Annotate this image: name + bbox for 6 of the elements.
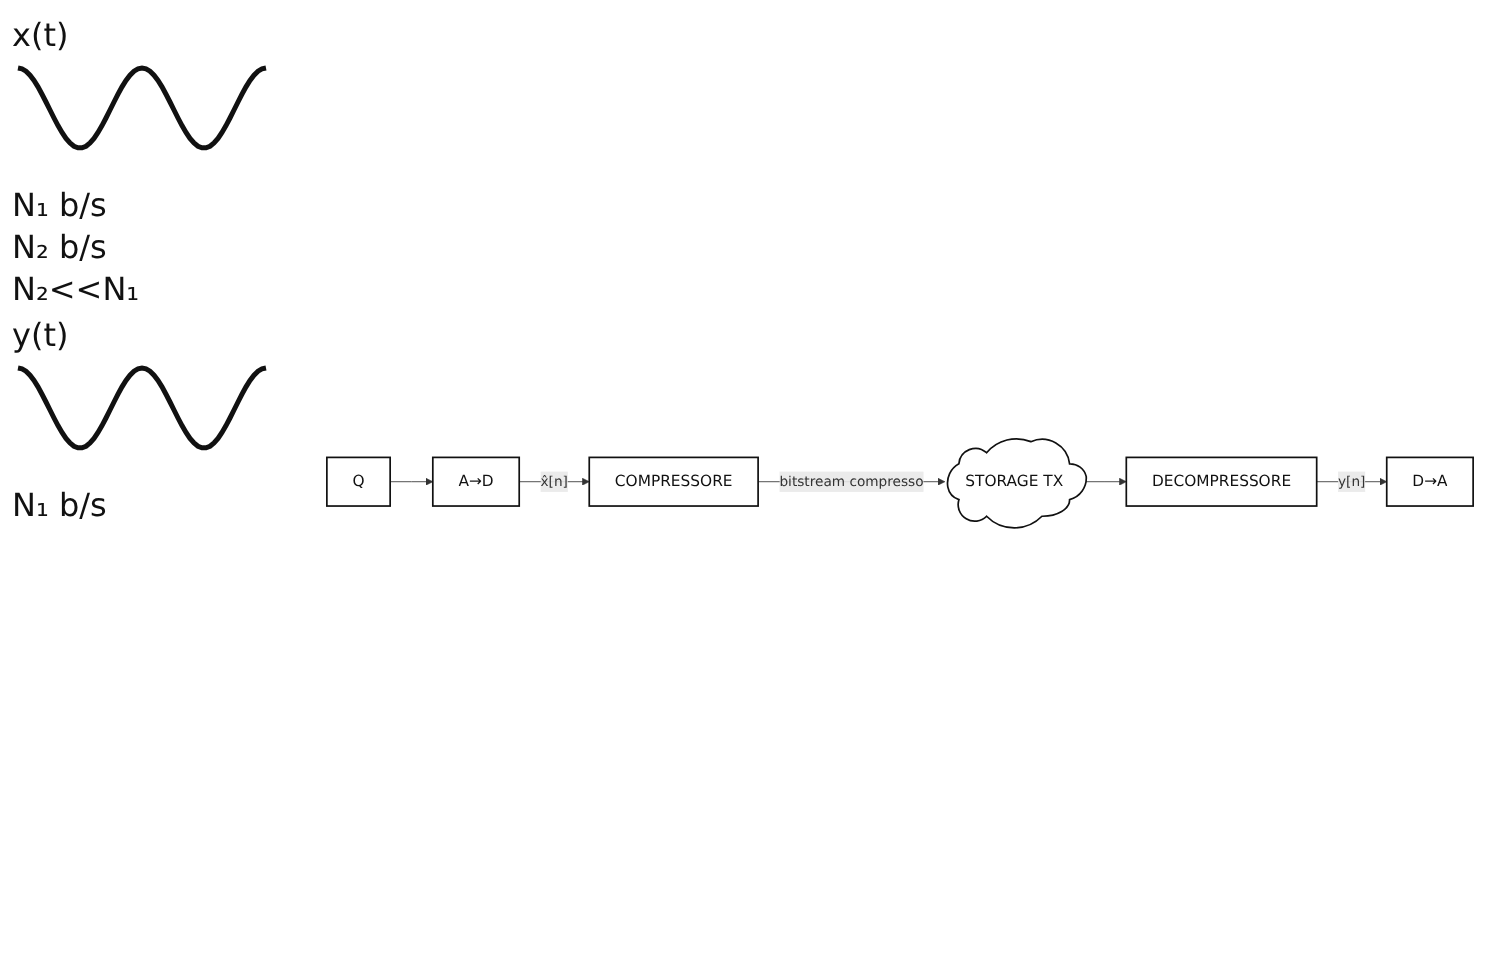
signal-label: x(t) [12,16,69,54]
signal-label: y(t) [12,316,69,354]
bitrate-note: N₁ b/s [12,186,109,224]
bitrate-note: N₂ b/s [12,228,109,266]
bitrate-note: N₁ b/s [12,486,109,524]
bitrate-note: N₂<<N₁ [12,270,142,308]
